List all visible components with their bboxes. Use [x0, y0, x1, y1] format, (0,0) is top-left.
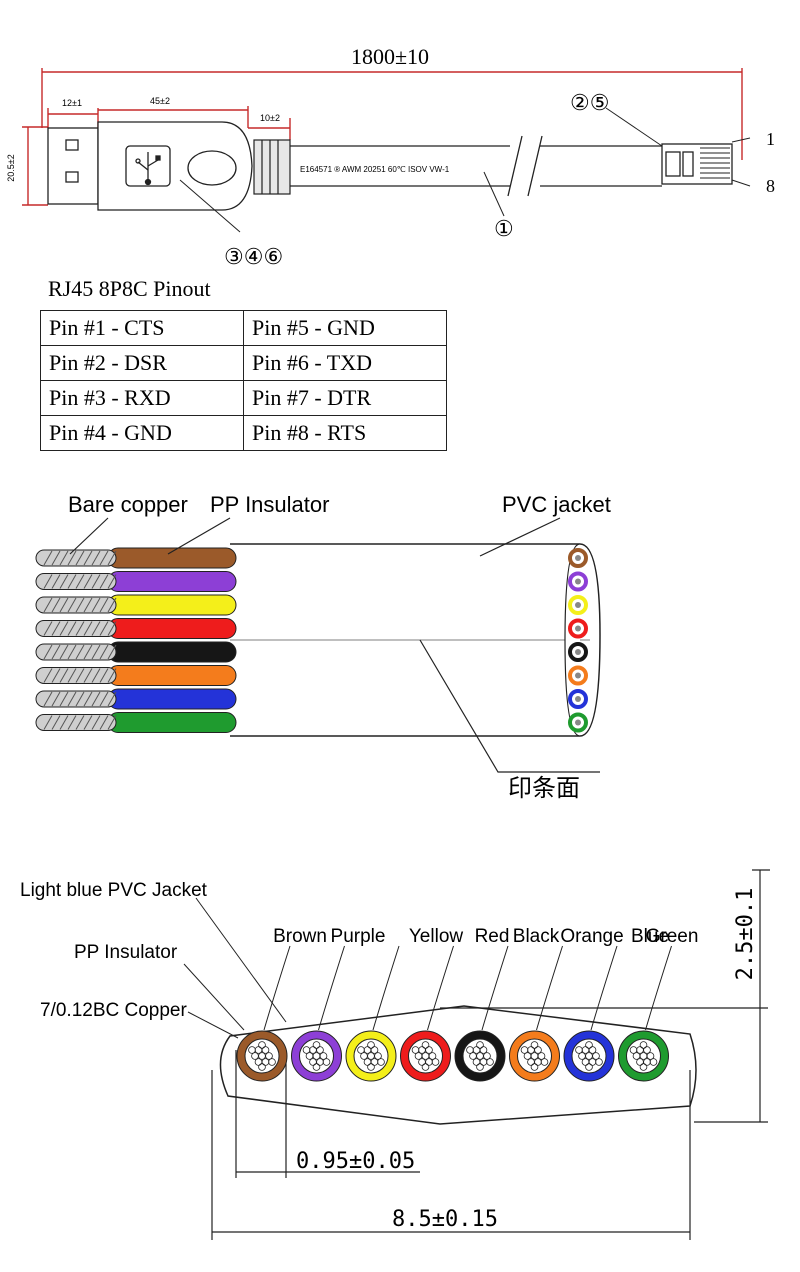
- pvc-jacket-label: PVC jacket: [502, 492, 611, 517]
- core-orange: [509, 1030, 560, 1082]
- core-red: [400, 1030, 451, 1082]
- cable-assembly-drawing: 1800±10 12±1 45±2 10±2 20.5±2 E164571 ® …: [6, 44, 775, 269]
- height-label: 20.5±2: [6, 154, 16, 181]
- wire-yellow: [35, 594, 237, 616]
- bare-copper-strand: [35, 596, 117, 614]
- bare-copper-strand: [35, 620, 117, 637]
- color-label-black: Black: [513, 926, 560, 947]
- color-label-green: Green: [646, 926, 699, 947]
- core-brown: [236, 1030, 288, 1082]
- print-face-label: 印条面: [508, 775, 580, 802]
- width-dim-label: 8.5±0.15: [392, 1207, 498, 1232]
- bare-copper-label: Bare copper: [68, 492, 188, 517]
- wire-orange: [35, 665, 237, 686]
- pin-cell: Pin #6 - TXD: [243, 345, 447, 381]
- insulator-label: PP Insulator: [74, 942, 178, 963]
- core-purple: [291, 1030, 342, 1082]
- pinout-title: RJ45 8P8C Pinout: [48, 276, 211, 301]
- color-label-red: Red: [475, 926, 510, 947]
- copper-label: 7/0.12BC Copper: [40, 1000, 187, 1021]
- core-black: [454, 1030, 506, 1082]
- pinout-table: Pin #1 - CTS Pin #5 - GND Pin #2 - DSR P…: [40, 310, 447, 451]
- grip-oval: [187, 150, 237, 186]
- total-length-label: 1800±10: [351, 44, 429, 69]
- wire-black: [35, 641, 237, 663]
- bare-copper-strand: [35, 667, 117, 684]
- body-length-label: 45±2: [150, 96, 170, 106]
- bare-copper-strand: [35, 690, 117, 708]
- pp-insulator-label: PP Insulator: [210, 492, 329, 517]
- core-yellow: [345, 1030, 397, 1082]
- bare-copper-strand: [35, 643, 117, 661]
- jacket-label: Light blue PVC Jacket: [20, 880, 208, 901]
- color-label-orange: Orange: [560, 926, 623, 947]
- table-row: Pin #1 - CTS Pin #5 - GND: [40, 310, 447, 346]
- color-label-brown: Brown: [273, 926, 327, 947]
- bare-copper-strand: [35, 549, 117, 567]
- pitch-dim-label: 0.95±0.05: [296, 1149, 415, 1174]
- pin-cell: Pin #1 - CTS: [40, 310, 244, 346]
- bare-copper-strand: [35, 573, 117, 590]
- cable-print: E164571 ® AWM 20251 60℃ ISOV VW-1: [300, 165, 450, 174]
- height-dim-label: 2.5±0.1: [733, 888, 758, 981]
- bare-copper-strand: [35, 714, 117, 731]
- wire-red: [35, 618, 237, 639]
- pin-8-label: 8: [766, 176, 775, 196]
- table-row: Pin #2 - DSR Pin #6 - TXD: [40, 345, 447, 381]
- cable-perspective-drawing: Bare copper PP Insulator PVC jacket 印条面: [35, 492, 611, 802]
- usb-connector-body: [97, 121, 253, 211]
- pin-cell: Pin #2 - DSR: [40, 345, 244, 381]
- usb-icon: [135, 152, 161, 186]
- pin-1-label: 1: [766, 129, 775, 149]
- wire-brown: [35, 547, 237, 569]
- strain-relief: [253, 139, 291, 195]
- pin-cell: Pin #5 - GND: [243, 310, 447, 346]
- callout-3-4-6: ③④⑥: [224, 244, 283, 269]
- callout-1: ①: [494, 216, 514, 241]
- plug-length-label: 12±1: [62, 98, 82, 108]
- pin-cell: Pin #7 - DTR: [243, 380, 447, 416]
- pin-cell: Pin #4 - GND: [40, 415, 244, 451]
- table-row: Pin #4 - GND Pin #8 - RTS: [40, 415, 447, 451]
- core-green: [618, 1030, 669, 1082]
- wire-blue: [35, 688, 237, 710]
- pin-cell: Pin #3 - RXD: [40, 380, 244, 416]
- color-label-purple: Purple: [331, 926, 386, 947]
- core-blue: [563, 1030, 615, 1082]
- color-label-blue: Blue: [631, 926, 669, 947]
- pin-cell: Pin #8 - RTS: [243, 415, 447, 451]
- strain-length-label: 10±2: [260, 113, 280, 123]
- wire-green: [35, 712, 237, 733]
- color-label-yellow: Yellow: [409, 926, 464, 947]
- table-row: Pin #3 - RXD Pin #7 - DTR: [40, 380, 447, 416]
- callout-2-5: ②⑤: [570, 90, 609, 115]
- wire-purple: [35, 571, 237, 592]
